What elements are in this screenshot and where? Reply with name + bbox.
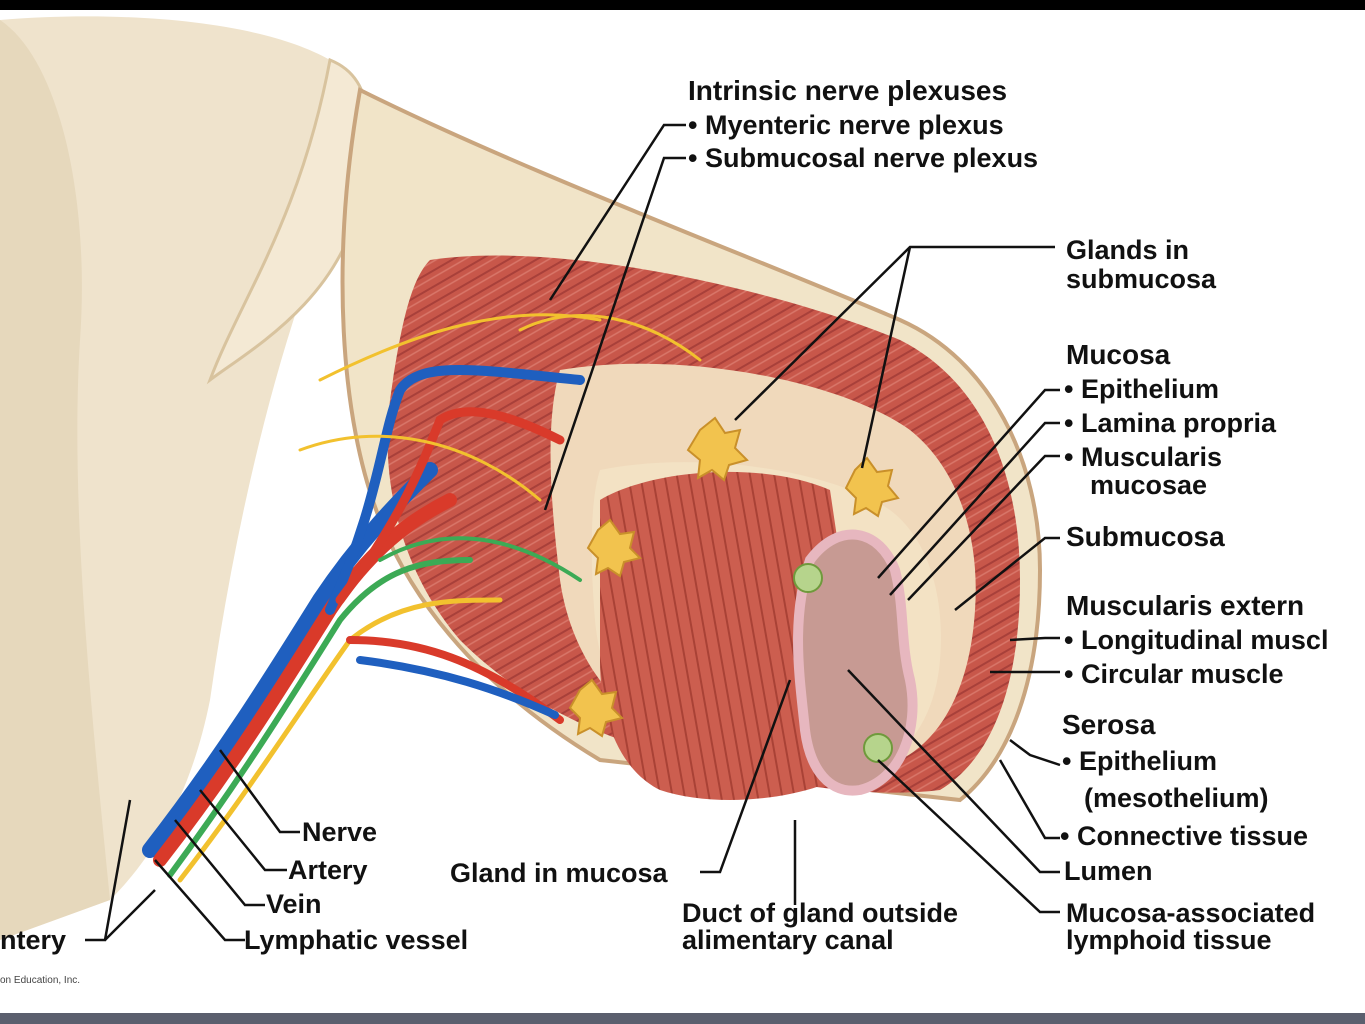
mesentery-label: ntery [0,925,67,955]
lymphatic-vessel-label: Lymphatic vessel [244,925,469,955]
duct-label-1: Duct of gland outside [682,898,958,928]
muscularis-mucosae-label-2: mucosae [1090,470,1208,500]
lumen [793,529,918,796]
lumen-label: Lumen [1064,856,1153,886]
artery-label: Artery [288,855,368,885]
duct-label-2: alimentary canal [682,925,894,955]
myenteric-label: • Myenteric nerve plexus [688,110,1004,140]
muscularis-externa-header: Muscularis extern [1066,590,1305,621]
malt-label-1: Mucosa-associated [1066,898,1316,928]
mucosa-header: Mucosa [1066,339,1171,370]
mesothelium-label: (mesothelium) [1084,783,1269,813]
vessel-bundle [142,313,702,883]
serosa-epithelium-label: • Epithelium [1062,746,1217,776]
connective-tissue-label: • Connective tissue [1060,821,1309,851]
leader-lines [85,123,1061,942]
lamina-propria-label: • Lamina propria [1064,408,1276,438]
submucosa-label: Submucosa [1066,521,1225,552]
serosa-header: Serosa [1062,709,1156,740]
vein-label: Vein [266,889,322,919]
gland-in-mucosa-label: Gland in mucosa [450,858,668,888]
glands-submucosa-label-2: submucosa [1066,264,1217,294]
copyright-text: on Education, Inc. [0,975,81,986]
mesentery-shade [0,20,110,940]
glands-submucosa-label-1: Glands in [1066,235,1190,265]
top-border [0,0,1365,10]
intrinsic-nerve-plexuses-header: Intrinsic nerve plexuses [688,75,1008,106]
bottom-border [0,1013,1365,1024]
nerve-label: Nerve [302,817,378,847]
submucosal-plexus-label: • Submucosal nerve plexus [688,143,1039,173]
lymphoid-nodules [793,563,893,763]
muscularis-mucosae-label-1: • Muscularis [1064,442,1223,472]
malt-label-2: lymphoid tissue [1066,925,1272,955]
epithelium-label: • Epithelium [1064,374,1219,404]
longitudinal-muscle-label: • Longitudinal muscl [1064,625,1329,655]
submucosa-glands [568,416,900,738]
circular-muscle-label: • Circular muscle [1064,659,1284,689]
